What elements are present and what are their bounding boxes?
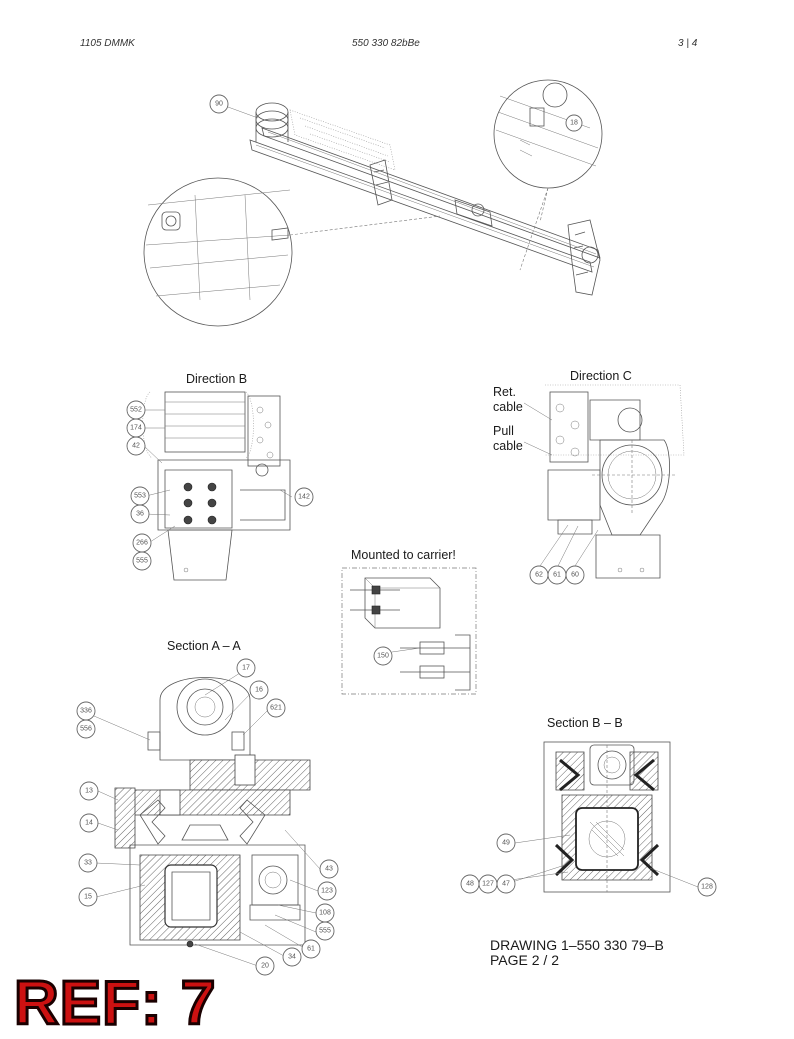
callout-label: 15 [84,894,92,901]
callout-label: 13 [85,788,93,795]
header-doc-code: 1105 DMMK [80,38,135,49]
callout-label: 150 [377,653,389,660]
callout-label: 42 [132,443,140,450]
callout-label: 128 [701,884,713,891]
callout-label: 36 [136,511,144,518]
label-mounted-to-carrier: Mounted to carrier! [351,548,456,562]
callout-label: 34 [288,954,296,961]
callouts-section-a-a: 17 16 336 556 621 13 14 33 15 43 123 108… [76,658,339,976]
callout-label: 18 [570,120,578,127]
callout-label: 123 [321,888,333,895]
callout-label: 16 [255,687,263,694]
section-b-b-view [481,741,699,893]
callout-label: 108 [319,910,331,917]
callout-label: 17 [242,665,250,672]
callout-label: 43 [325,866,333,873]
callout-label: 47 [502,881,510,888]
callout-label: 61 [553,572,561,579]
drawing-number: DRAWING 1–550 330 79–B [490,937,664,953]
callout-label: 553 [134,493,146,500]
callout-label: 33 [84,860,92,867]
label-direction-c: Direction C [570,369,632,383]
callout-label: 266 [136,540,148,547]
callouts-direction-c: 62 61 60 [529,565,585,585]
callout-label: 90 [215,101,223,108]
mounted-to-carrier-detail [341,567,477,695]
drawing-number-block: DRAWING 1–550 330 79–B PAGE 2 / 2 [490,938,664,968]
label-ret-cable: Ret. cable [493,385,523,414]
callout-label: 336 [80,708,92,715]
callout-label: 142 [298,494,310,501]
callouts-section-b-b: 49 48 127 47 128 [460,833,717,897]
callout-label: 174 [130,425,142,432]
callout-label: 621 [270,705,282,712]
label-direction-b: Direction B [186,372,248,386]
callout-label: 62 [535,572,543,579]
callout-label: 555 [136,558,148,565]
label-section-b-b: Section B – B [547,716,623,730]
section-a-a-view [93,672,321,967]
callouts-direction-b: 552 174 42 553 36 266 555 142 [126,400,314,571]
reference-stamp: REF: 7 [12,968,217,1039]
callout-label: 49 [502,840,510,847]
callout-label: 61 [307,946,315,953]
callouts-mounted: 150 [373,646,393,666]
callout-label: 556 [80,726,92,733]
label-pull-cable: Pull cable [493,424,523,453]
callout-label: 20 [261,963,269,970]
header-part-number: 550 330 82bBe [352,38,420,49]
direction-c-view [523,384,685,579]
callout-label: 555 [319,928,331,935]
drawing-page: PAGE 2 / 2 [490,952,559,968]
direction-b-view [142,391,293,581]
callout-label: 552 [130,407,142,414]
callout-label: 60 [571,572,579,579]
callouts-top: 90 18 [209,94,583,132]
isometric-rail-assembly [143,79,603,327]
callout-label: 48 [466,881,474,888]
callout-label: 14 [85,820,93,827]
label-section-a-a: Section A – A [167,639,241,653]
callout-label: 127 [482,881,494,888]
header-page-number: 3 | 4 [678,38,698,49]
